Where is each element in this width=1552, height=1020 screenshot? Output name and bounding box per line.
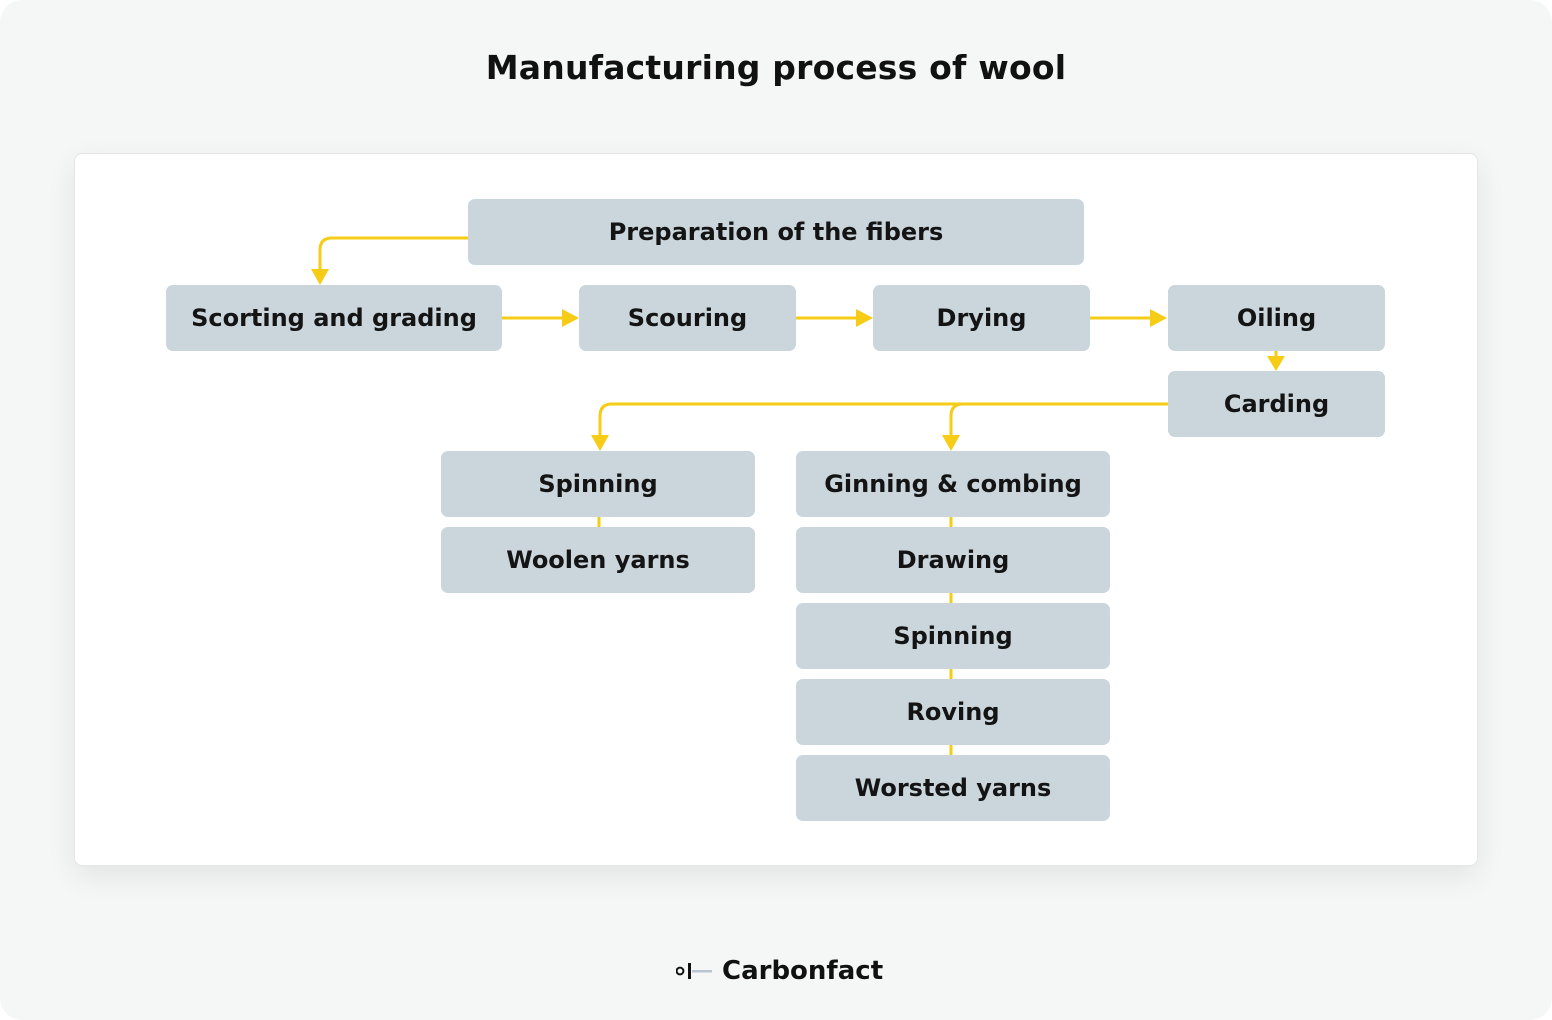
carbonfact-logo-icon xyxy=(676,963,712,979)
arrow-head-ginning xyxy=(942,435,960,451)
step-sorting-and-grading: Scorting and grading xyxy=(166,285,502,351)
connector-carding-worsted xyxy=(949,402,964,436)
arrow-head-oiling xyxy=(1150,309,1167,327)
brand-name: Carbonfact xyxy=(722,956,884,986)
arrow-head-scouring xyxy=(562,309,579,327)
step-preparation-of-fibers: Preparation of the fibers xyxy=(468,199,1084,265)
connector-preparation-sorting xyxy=(318,236,468,270)
step-scouring: Scouring xyxy=(579,285,796,351)
brand-footer: Carbonfact xyxy=(676,954,883,988)
page-title: Manufacturing process of wool xyxy=(485,48,1067,87)
worsted-step-ginning-combing: Ginning & combing xyxy=(796,451,1110,517)
woolen-step-woolen-yarns: Woolen yarns xyxy=(441,527,755,593)
arrow-head-spinning xyxy=(591,435,609,451)
step-drying: Drying xyxy=(873,285,1090,351)
step-oiling: Oiling xyxy=(1168,285,1385,351)
worsted-step-spinning: Spinning xyxy=(796,603,1110,669)
woolen-step-spinning: Spinning xyxy=(441,451,755,517)
arrow-head-carding xyxy=(1267,356,1285,371)
arrow-head-sorting xyxy=(311,269,329,285)
connector-carding-branches xyxy=(598,402,1168,436)
step-carding: Carding xyxy=(1168,371,1385,437)
worsted-step-drawing: Drawing xyxy=(796,527,1110,593)
arrow-head-drying xyxy=(856,309,873,327)
diagram-card xyxy=(74,153,1478,866)
worsted-step-roving: Roving xyxy=(796,679,1110,745)
worsted-step-worsted-yarns: Worsted yarns xyxy=(796,755,1110,821)
